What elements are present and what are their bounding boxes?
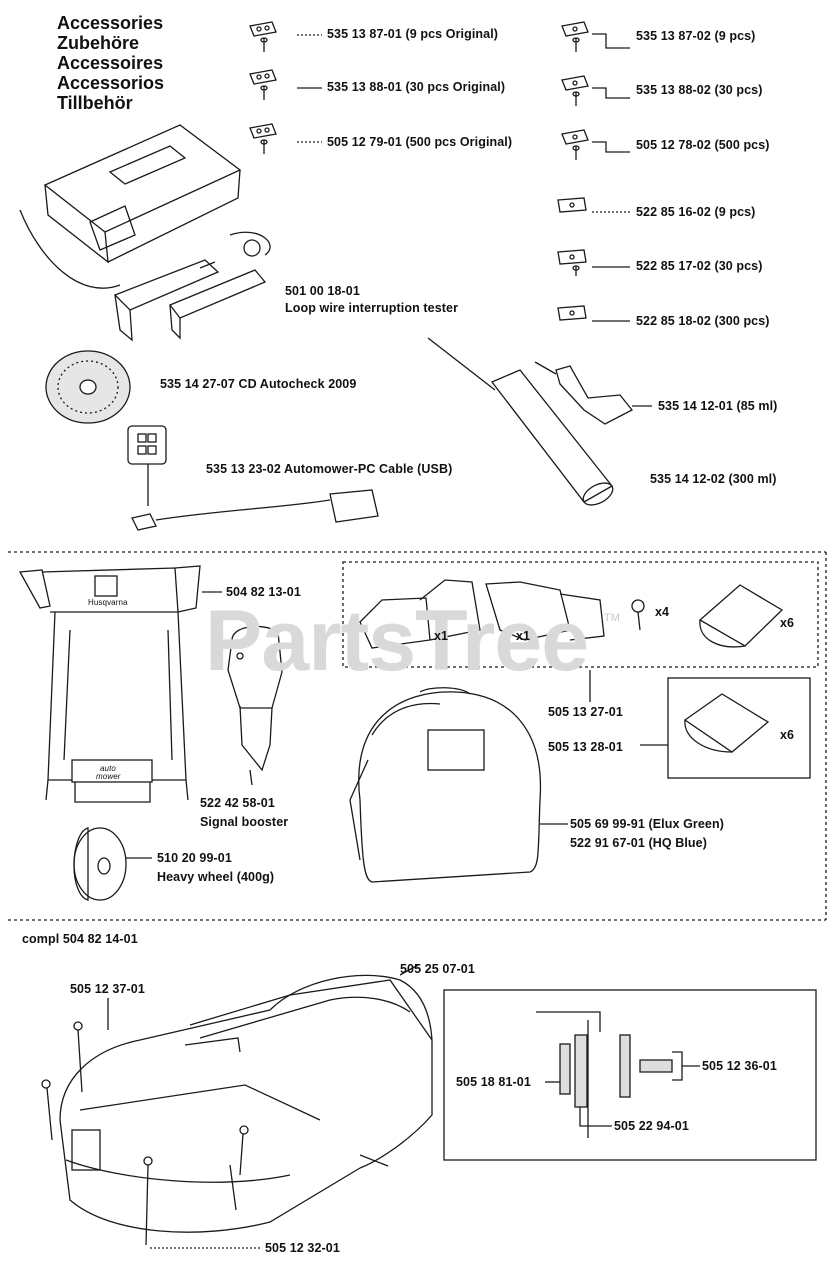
heading-line: Accessoires bbox=[57, 53, 164, 73]
part-label: 522 91 67-01 (HQ Blue) bbox=[570, 836, 707, 850]
part-label: 505 13 27-01 bbox=[548, 705, 623, 719]
part-label: 501 00 18-01 bbox=[285, 284, 360, 298]
part-label: 535 13 88-02 (30 pcs) bbox=[636, 83, 763, 97]
heading-line: Zubehöre bbox=[57, 33, 140, 53]
part-label: 505 69 99-91 (Elux Green) bbox=[570, 817, 724, 831]
part-label: 522 85 17-02 (30 pcs) bbox=[636, 259, 763, 273]
part-label: 505 12 79-01 (500 pcs Original) bbox=[327, 135, 513, 149]
blade-icon-group-right bbox=[557, 21, 630, 322]
part-label: 505 12 78-02 (500 pcs) bbox=[636, 138, 770, 152]
part-label: 505 12 37-01 bbox=[70, 982, 145, 996]
part-label: 535 14 12-01 (85 ml) bbox=[658, 399, 778, 413]
fastener-detail-box bbox=[443, 989, 817, 1161]
part-label: 535 13 23-02 Automower-PC Cable (USB) bbox=[206, 462, 453, 476]
heading-line: Tillbehör bbox=[57, 93, 133, 113]
part-label: Heavy wheel (400g) bbox=[157, 870, 275, 884]
part-label: 505 22 94-01 bbox=[614, 1119, 689, 1133]
part-label: compl 504 82 14-01 bbox=[22, 932, 138, 946]
heading-line: Accessories bbox=[57, 13, 164, 33]
blade-icon-group-original bbox=[249, 21, 322, 154]
part-label: 535 13 87-02 (9 pcs) bbox=[636, 29, 756, 43]
cd-disc-illustration bbox=[45, 350, 131, 424]
part-label: 505 18 81-01 bbox=[456, 1075, 531, 1089]
glue-tube-illustration bbox=[534, 361, 652, 425]
carry-bag-illustration bbox=[349, 687, 568, 883]
usb-cable-illustration bbox=[127, 425, 379, 531]
qty-label: x6 bbox=[780, 616, 795, 630]
brand-label: mower bbox=[96, 772, 121, 781]
glue-cartridge-illustration bbox=[427, 337, 614, 506]
heavy-wheel-illustration bbox=[73, 827, 152, 901]
qty-label: x1 bbox=[516, 629, 531, 643]
part-label: 522 85 16-02 (9 pcs) bbox=[636, 205, 756, 219]
brush-refill-box bbox=[640, 677, 811, 779]
qty-label: x4 bbox=[655, 605, 670, 619]
watermark-tm: TM bbox=[604, 612, 620, 624]
qty-label: x6 bbox=[780, 728, 795, 742]
mower-body-illustration bbox=[41, 964, 433, 1249]
part-label: 505 12 32-01 bbox=[265, 1241, 340, 1255]
part-label: Signal booster bbox=[200, 815, 289, 829]
part-label: 510 20 99-01 bbox=[157, 851, 232, 865]
watermark: PartsTree bbox=[205, 593, 589, 689]
part-label: 505 25 07-01 bbox=[400, 962, 475, 976]
brand-label: Husqvarna bbox=[88, 598, 128, 607]
part-label: 522 42 58-01 bbox=[200, 796, 275, 810]
part-label: 535 14 27-07 CD Autocheck 2009 bbox=[160, 377, 357, 391]
part-label: 505 13 28-01 bbox=[548, 740, 623, 754]
heading-line: Accessorios bbox=[57, 73, 165, 93]
brand-label: auto bbox=[100, 764, 116, 773]
part-label: 535 13 87-01 (9 pcs Original) bbox=[327, 27, 499, 41]
signal-booster-illustration bbox=[227, 625, 283, 786]
heading-block: Accessories Zubehöre Accessoires Accesso… bbox=[57, 13, 164, 113]
part-label: 535 13 88-01 (30 pcs Original) bbox=[327, 80, 506, 94]
part-label: 505 12 36-01 bbox=[702, 1059, 777, 1073]
charging-station-illustration bbox=[18, 565, 222, 803]
part-label: 522 85 18-02 (300 pcs) bbox=[636, 314, 770, 328]
part-label: 504 82 13-01 bbox=[226, 585, 301, 599]
brush-kit-box bbox=[342, 561, 819, 702]
part-label: 535 14 12-02 (300 ml) bbox=[650, 472, 777, 486]
tester-case-illustration bbox=[19, 124, 271, 342]
part-label: Loop wire interruption tester bbox=[285, 301, 459, 315]
qty-label: x1 bbox=[434, 629, 449, 643]
